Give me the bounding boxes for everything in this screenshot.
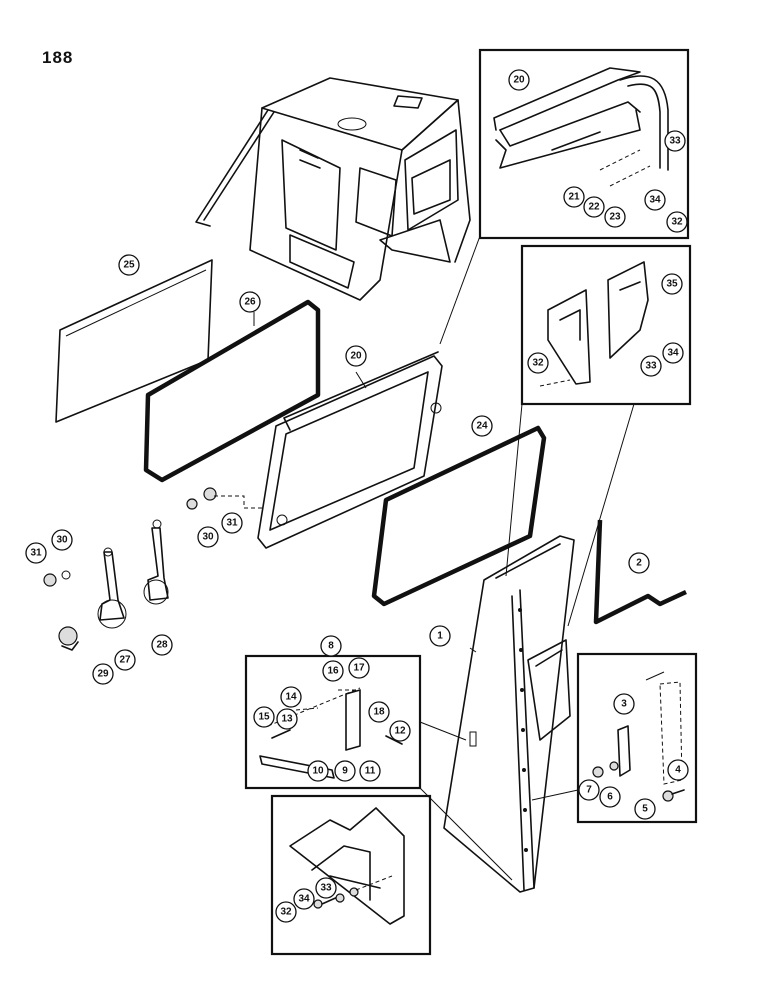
svg-text:21: 21 xyxy=(568,192,580,203)
svg-text:18: 18 xyxy=(373,707,385,718)
svg-text:4: 4 xyxy=(675,765,681,776)
callout-23: 23 xyxy=(604,206,626,228)
svg-text:33: 33 xyxy=(645,361,657,372)
callout-9: 9 xyxy=(334,760,356,782)
svg-text:16: 16 xyxy=(327,666,339,677)
post-bracket-inset xyxy=(270,794,432,956)
callout-13: 13 xyxy=(276,708,298,730)
callout-34-a: 34 xyxy=(644,189,666,211)
callout-20-a: 20 xyxy=(508,69,530,91)
svg-text:9: 9 xyxy=(342,766,348,777)
callout-21: 21 xyxy=(563,186,585,208)
svg-text:8: 8 xyxy=(328,641,334,652)
callout-20-b: 20 xyxy=(345,345,367,367)
cab-post-1 xyxy=(443,535,575,893)
svg-text:35: 35 xyxy=(666,279,678,290)
svg-text:29: 29 xyxy=(97,669,109,680)
svg-text:24: 24 xyxy=(476,421,488,432)
callout-33-b: 33 xyxy=(640,355,662,377)
callout-11: 11 xyxy=(359,760,381,782)
svg-text:13: 13 xyxy=(281,714,293,725)
callout-5: 5 xyxy=(634,798,656,820)
callout-14: 14 xyxy=(280,686,302,708)
callout-6: 6 xyxy=(599,786,621,808)
svg-text:5: 5 xyxy=(642,804,648,815)
callout-24: 24 xyxy=(471,415,493,437)
svg-text:33: 33 xyxy=(669,136,681,147)
callout-17: 17 xyxy=(348,657,370,679)
callout-30-b: 30 xyxy=(51,529,73,551)
callout-30-a: 30 xyxy=(197,526,219,548)
callout-34-c: 34 xyxy=(293,888,315,910)
svg-text:6: 6 xyxy=(607,792,613,803)
svg-text:12: 12 xyxy=(394,726,406,737)
callout-16: 16 xyxy=(322,660,344,682)
svg-text:25: 25 xyxy=(123,260,135,271)
svg-text:3: 3 xyxy=(621,699,627,710)
callout-33-c: 33 xyxy=(315,877,337,899)
callout-33-a: 33 xyxy=(664,130,686,152)
callout-3: 3 xyxy=(613,693,635,715)
svg-text:31: 31 xyxy=(226,518,238,529)
svg-text:20: 20 xyxy=(350,351,362,362)
svg-text:7: 7 xyxy=(586,785,592,796)
callout-4: 4 xyxy=(667,759,689,781)
callout-28: 28 xyxy=(151,634,173,656)
svg-text:27: 27 xyxy=(119,655,131,666)
callout-32-a: 32 xyxy=(666,211,688,233)
svg-text:30: 30 xyxy=(56,535,68,546)
callout-8: 8 xyxy=(320,635,342,657)
svg-text:30: 30 xyxy=(202,532,214,543)
svg-text:32: 32 xyxy=(671,217,683,228)
svg-text:28: 28 xyxy=(156,640,168,651)
callout-7: 7 xyxy=(578,779,600,801)
callout-18: 18 xyxy=(368,701,390,723)
seal-strip-2 xyxy=(593,519,687,625)
callout-2: 2 xyxy=(628,552,650,574)
leader-lines xyxy=(253,235,635,881)
svg-text:26: 26 xyxy=(244,297,256,308)
svg-text:11: 11 xyxy=(365,766,376,777)
callout-1: 1 xyxy=(429,625,451,647)
callout-10: 10 xyxy=(307,760,329,782)
callout-25: 25 xyxy=(118,254,140,276)
callout-27: 27 xyxy=(114,649,136,671)
svg-text:34: 34 xyxy=(298,894,310,905)
callout-22: 22 xyxy=(583,196,605,218)
svg-text:20: 20 xyxy=(513,75,525,86)
svg-text:32: 32 xyxy=(280,907,292,918)
window-seal-24 xyxy=(371,425,547,607)
svg-text:22: 22 xyxy=(588,202,600,213)
callout-15: 15 xyxy=(253,706,275,728)
door-latch-hardware xyxy=(43,487,262,651)
svg-text:31: 31 xyxy=(30,548,42,559)
window-glass-25 xyxy=(55,259,213,423)
callout-32-c: 32 xyxy=(275,901,297,923)
svg-text:32: 32 xyxy=(532,358,544,369)
svg-text:2: 2 xyxy=(636,558,642,569)
callout-35: 35 xyxy=(661,273,683,295)
page-number: 188 xyxy=(42,48,74,67)
svg-text:17: 17 xyxy=(353,663,365,674)
callout-31-a: 31 xyxy=(221,512,243,534)
svg-text:34: 34 xyxy=(667,348,679,359)
callout-34-b: 34 xyxy=(662,342,684,364)
callout-29: 29 xyxy=(92,663,114,685)
callout-32-b: 32 xyxy=(527,352,549,374)
svg-text:34: 34 xyxy=(649,195,661,206)
door-frame-20 xyxy=(257,351,443,549)
callout-12: 12 xyxy=(389,720,411,742)
svg-text:23: 23 xyxy=(609,212,621,223)
hinge-bracket-inset xyxy=(520,244,692,406)
window-seal-26 xyxy=(143,299,321,483)
svg-text:10: 10 xyxy=(312,766,324,777)
cab-assembly xyxy=(195,77,471,301)
svg-text:1: 1 xyxy=(437,631,443,642)
callout-26: 26 xyxy=(239,291,261,313)
svg-text:14: 14 xyxy=(285,692,297,703)
svg-text:15: 15 xyxy=(258,712,270,723)
callout-31-b: 31 xyxy=(25,542,47,564)
svg-text:33: 33 xyxy=(320,883,332,894)
